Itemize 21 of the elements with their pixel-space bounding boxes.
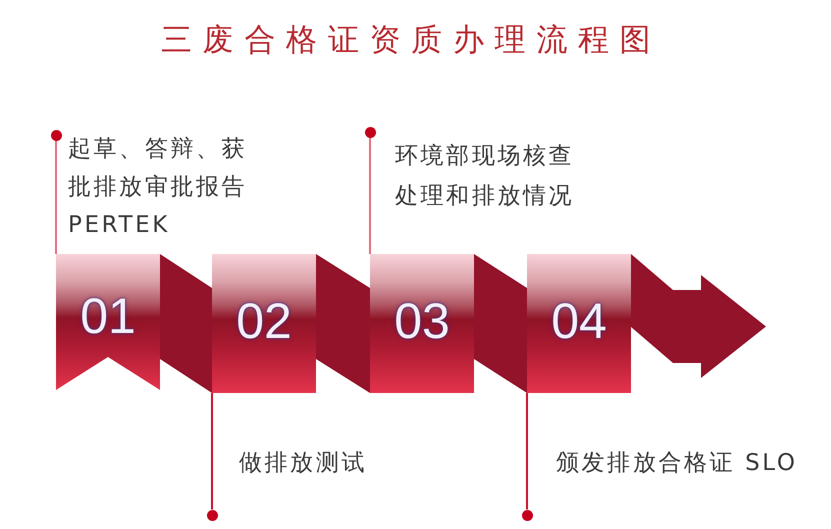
ribbon-fold — [316, 254, 370, 393]
diagram-title: 三废合格证资质办理流程图 — [161, 21, 662, 60]
ribbon-panel: 03 — [370, 254, 474, 393]
pin-dot — [364, 126, 376, 138]
ribbon-fold — [160, 254, 212, 393]
ribbon-panel: 02 — [212, 254, 316, 393]
step-description: 颁发排放合格证 SLO — [556, 449, 799, 478]
step-description: 做排放测试 — [239, 449, 368, 478]
leader-line — [55, 140, 57, 254]
leader-line — [526, 393, 528, 510]
leader-line — [369, 138, 371, 254]
step-description: 起草、答辩、获批排放审批报告 PERTEK — [68, 135, 248, 240]
ribbon-panel: 01 — [56, 254, 160, 390]
pin-dot — [50, 130, 62, 140]
ribbon-fold — [631, 254, 673, 363]
ribbon-fold — [474, 254, 527, 393]
pin-dot — [522, 510, 532, 520]
leader-line — [211, 393, 213, 510]
ribbon-panel: 04 — [527, 254, 631, 393]
pin-dot — [206, 510, 218, 520]
step-description: 环境部现场核查处理和排放情况 — [395, 142, 576, 211]
